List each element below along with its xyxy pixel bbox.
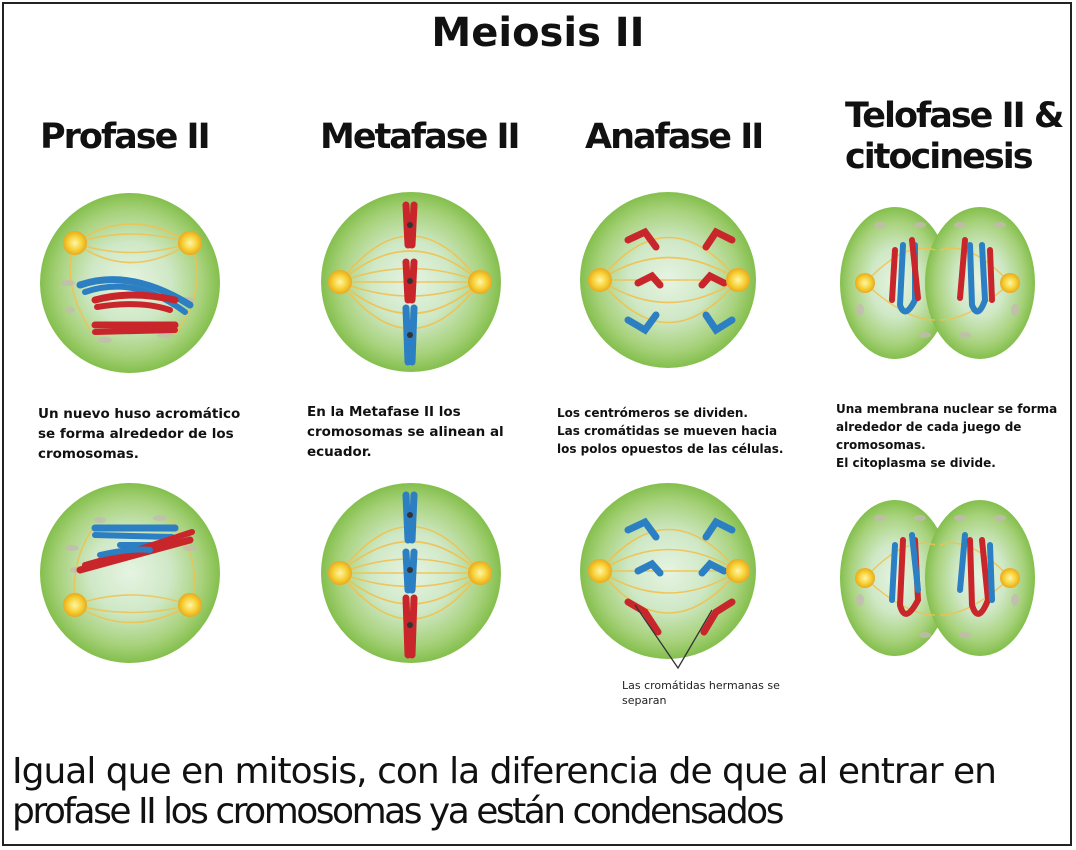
chromosomes [889, 237, 995, 315]
description-line: cromosomas. [836, 438, 926, 452]
description-line: se forma alrededor de los [38, 426, 234, 442]
anafase-cell-bottom [580, 483, 756, 670]
description-line: En la Metafase II los [307, 404, 461, 420]
metafase-cell-bottom [321, 483, 501, 663]
centrosome-icon [328, 270, 492, 294]
footer-line: Igual que en mitosis, con la diferencia … [12, 751, 997, 792]
profase-cell-bottom [40, 483, 220, 663]
description-line: Una membrana nuclear se forma [836, 402, 1058, 416]
description-profase: Un nuevo huso acromático se forma alrede… [38, 404, 278, 464]
metafase-cell-top [321, 192, 501, 372]
description-line: cromosomas se alinean al [307, 424, 504, 440]
footer-line: profase II los cromosomas ya están conde… [12, 791, 784, 832]
centrosome-icon [855, 568, 1020, 588]
cell-membrane [925, 207, 1035, 359]
chromosomes [76, 524, 195, 574]
description-line: alrededor de cada juego de [836, 420, 1022, 434]
stage-title-line: Telofase II & [845, 96, 1064, 136]
description-telofase: Una membrana nuclear se forma alrededor … [836, 400, 1072, 472]
cell-membrane [40, 483, 220, 663]
chromosomes [889, 532, 995, 617]
stage-title-telofase: Telofase II & citocinesis [845, 96, 1075, 178]
stage-title-profase: Profase II [40, 117, 211, 157]
anafase-cell-top [580, 192, 756, 368]
chromosomes [76, 276, 194, 335]
centrosome-icon [588, 268, 750, 292]
stage-title-line: citocinesis [845, 137, 1034, 177]
centromeres [407, 512, 413, 628]
description-line: cromosomas. [38, 446, 139, 462]
stage-title-anafase: Anafase II [585, 117, 764, 157]
chromosomes [624, 227, 736, 335]
annotation-sister-chromatids: Las cromátidas hermanas se separan [622, 678, 802, 708]
cell-membrane [925, 500, 1035, 656]
description-line: los polos opuestos de las células. [557, 442, 784, 456]
footer-text: Igual que en mitosis, con la diferencia … [12, 752, 1072, 832]
description-metafase: En la Metafase II los cromosomas se alin… [307, 402, 547, 462]
annotation-line: separan [622, 694, 667, 707]
page-title: Meiosis II [431, 10, 645, 56]
description-line: Las cromátidas se mueven hacia [557, 424, 778, 438]
profase-cell-top [40, 193, 220, 373]
annotation-pointer [634, 604, 713, 670]
stage-title-metafase: Metafase II [320, 117, 521, 157]
centrosome-icon [328, 561, 492, 585]
spindle-fibers [599, 528, 739, 614]
annotation-line: Las cromátidas hermanas se [622, 679, 780, 692]
nuclear-membrane [856, 222, 1019, 338]
telofase-cell-top [840, 207, 1035, 359]
centrosome-icon [855, 273, 1020, 293]
centrosome-icon [63, 231, 202, 255]
description-line: El citoplasma se divide. [836, 456, 996, 470]
chromosomes [402, 491, 418, 659]
centrosome-icon [588, 559, 750, 583]
centrosome-icon [63, 593, 202, 617]
telofase-cell-bottom [840, 500, 1035, 656]
chromosomes [624, 517, 736, 636]
description-anafase: Los centrómeros se dividen. Las cromátid… [557, 404, 817, 458]
nuclear-membrane [856, 515, 1019, 638]
description-line: Un nuevo huso acromático [38, 406, 241, 422]
centromeres [407, 222, 413, 338]
description-line: Los centrómeros se dividen. [557, 406, 748, 420]
description-line: ecuador. [307, 444, 372, 460]
